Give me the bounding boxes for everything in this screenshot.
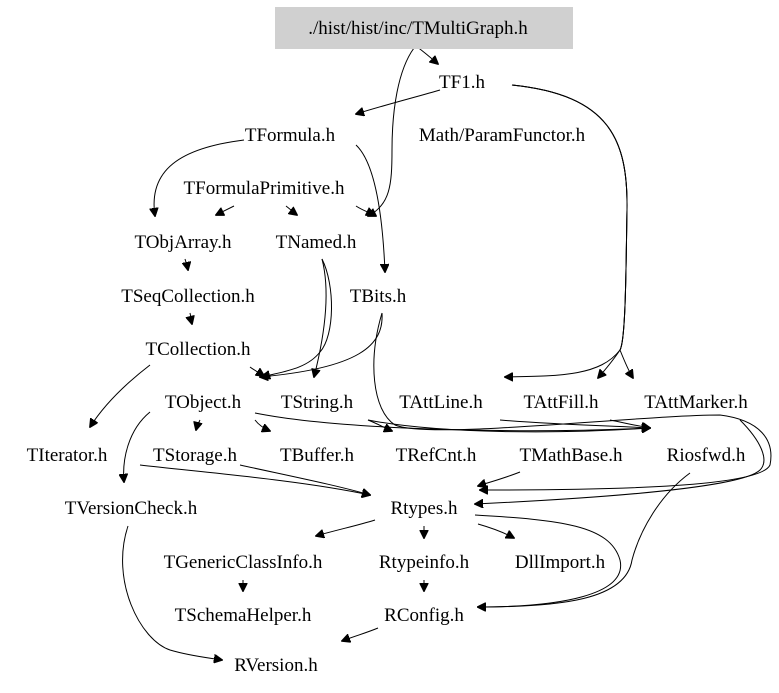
- edge-tobject-to-tstorage: [196, 419, 200, 430]
- node-rtypeinfo[interactable]: Rtypeinfo.h: [379, 552, 470, 573]
- node-label-tobject: TObject.h: [165, 392, 242, 413]
- node-label-tformula: TFormula.h: [245, 125, 336, 146]
- node-dllimport[interactable]: DllImport.h: [515, 552, 606, 573]
- edge-tobject-to-riosfwd: [254, 412, 650, 431]
- node-label-tbuffer: TBuffer.h: [280, 445, 355, 466]
- node-tattline[interactable]: TAttLine.h: [399, 392, 483, 413]
- node-rtypes[interactable]: Rtypes.h: [390, 498, 458, 519]
- node-label-titerator: TIterator.h: [27, 445, 108, 466]
- edge-tf1-to-tformula: [356, 89, 441, 114]
- node-tgenericclassinfo[interactable]: TGenericClassInfo.h: [164, 552, 323, 573]
- node-tstring[interactable]: TString.h: [281, 392, 354, 413]
- node-titerator[interactable]: TIterator.h: [27, 445, 108, 466]
- edge-tnamed-to-tstring: [314, 258, 327, 377]
- edge-tf1-to-tattmarker: [511, 84, 633, 378]
- node-tobjarray[interactable]: TObjArray.h: [134, 232, 232, 253]
- edge-tattmarker-to-rtypes: [475, 419, 765, 504]
- node-tversioncheck[interactable]: TVersionCheck.h: [65, 498, 198, 519]
- node-label-tcollection: TCollection.h: [145, 339, 251, 360]
- edge-tnamed-to-tobject: [262, 258, 332, 377]
- node-tf1[interactable]: TF1.h: [439, 72, 485, 93]
- node-tbuffer[interactable]: TBuffer.h: [280, 445, 355, 466]
- node-rversion[interactable]: RVersion.h: [234, 655, 318, 676]
- node-label-tnamed: TNamed.h: [276, 232, 357, 253]
- edge-tcollection-to-titerator: [90, 364, 151, 427]
- edge-tformulaprimitive-to-tobjarray: [216, 205, 235, 215]
- edge-tcollection-to-tobject: [249, 366, 264, 376]
- edge-tformulaprimitive-to-tnamed: [355, 205, 374, 215]
- edge-tstorage-to-rtypes: [239, 464, 370, 495]
- node-label-tf1: TF1.h: [439, 72, 485, 93]
- edge-rconfig-to-rversion: [342, 627, 379, 641]
- node-label-riosfwd: Riosfwd.h: [667, 445, 746, 466]
- edge-tstring-to-trefcnt: [367, 419, 392, 431]
- node-label-tobjarray: TObjArray.h: [134, 232, 232, 253]
- node-label-tstring: TString.h: [281, 392, 354, 413]
- edge-tmathbase-to-rtypes: [478, 471, 521, 486]
- node-label-rtypeinfo: Rtypeinfo.h: [379, 552, 470, 573]
- node-root[interactable]: ./hist/hist/inc/TMultiGraph.h: [275, 7, 573, 49]
- root-node-box: [275, 7, 573, 49]
- edge-tobjarray-to-tseqcollection: [185, 258, 188, 270]
- node-label-tschemahelper: TSchemaHelper.h: [175, 605, 312, 626]
- edge-tformula-to-tbits: [355, 144, 385, 272]
- node-tnamed[interactable]: TNamed.h: [276, 232, 357, 253]
- node-tmathbase[interactable]: TMathBase.h: [520, 445, 623, 466]
- edge-rtypes-to-rconfig: [474, 514, 622, 607]
- node-tattfill[interactable]: TAttFill.h: [523, 392, 599, 413]
- nodes: ./hist/hist/inc/TMultiGraph.hTF1.hTFormu…: [27, 7, 748, 676]
- node-label-tformulaprimitive: TFormulaPrimitive.h: [184, 178, 345, 199]
- edge-tseqcollection-to-tcollection: [190, 312, 192, 324]
- edge-tattline-to-riosfwd: [499, 419, 650, 428]
- edge-tobject-to-tversioncheck: [124, 411, 151, 482]
- node-label-trefcnt: TRefCnt.h: [396, 445, 477, 466]
- edges: [90, 45, 772, 660]
- edge-tstring-to-riosfwd: [367, 419, 650, 432]
- node-label-tattmarker: TAttMarker.h: [644, 392, 748, 413]
- node-label-tbits: TBits.h: [350, 286, 407, 307]
- edge-tbits-to-rtypes: [373, 312, 772, 490]
- node-tobject[interactable]: TObject.h: [165, 392, 242, 413]
- node-tbits[interactable]: TBits.h: [350, 286, 407, 307]
- node-tcollection[interactable]: TCollection.h: [145, 339, 251, 360]
- node-tformulaprimitive[interactable]: TFormulaPrimitive.h: [184, 178, 345, 199]
- node-label-tseqcollection: TSeqCollection.h: [121, 286, 255, 307]
- node-riosfwd[interactable]: Riosfwd.h: [667, 445, 746, 466]
- node-rconfig[interactable]: RConfig.h: [384, 605, 464, 626]
- edge-riosfwd-to-rconfig: [478, 472, 691, 607]
- node-label-paramfunctor: Math/ParamFunctor.h: [419, 125, 586, 146]
- edge-tversioncheck-to-rversion: [122, 525, 222, 660]
- node-paramfunctor[interactable]: Math/ParamFunctor.h: [419, 125, 586, 146]
- node-tschemahelper[interactable]: TSchemaHelper.h: [175, 605, 312, 626]
- node-label-tattline: TAttLine.h: [399, 392, 483, 413]
- node-label-tstorage: TStorage.h: [153, 445, 237, 466]
- edge-tformula-to-tobjarray: [154, 139, 245, 216]
- node-label-tmathbase: TMathBase.h: [520, 445, 623, 466]
- edge-root-to-tnamed: [368, 47, 415, 216]
- node-tstorage[interactable]: TStorage.h: [153, 445, 237, 466]
- edge-tobject-to-tbuffer: [254, 419, 270, 431]
- edge-tformulaprimitive-to-tnamed: [285, 205, 297, 215]
- node-label-tattfill: TAttFill.h: [523, 392, 599, 413]
- edge-tattfill-to-riosfwd: [609, 419, 650, 428]
- node-trefcnt[interactable]: TRefCnt.h: [396, 445, 477, 466]
- node-label-tgenericclassinfo: TGenericClassInfo.h: [164, 552, 323, 573]
- edge-tobject-to-rtypes: [139, 464, 370, 495]
- node-label-root: ./hist/hist/inc/TMultiGraph.h: [308, 18, 528, 39]
- node-tformula[interactable]: TFormula.h: [245, 125, 336, 146]
- node-label-tversioncheck: TVersionCheck.h: [65, 498, 198, 519]
- node-label-rconfig: RConfig.h: [384, 605, 464, 626]
- edge-rtypes-to-tgenericclassinfo: [316, 519, 376, 536]
- node-label-rtypes: Rtypes.h: [390, 498, 458, 519]
- node-label-dllimport: DllImport.h: [515, 552, 606, 573]
- node-tattmarker[interactable]: TAttMarker.h: [644, 392, 748, 413]
- edge-tbits-to-tobject: [260, 312, 383, 377]
- edge-rtypes-to-dllimport: [477, 523, 514, 538]
- node-label-rversion: RVersion.h: [234, 655, 318, 676]
- node-tseqcollection[interactable]: TSeqCollection.h: [121, 286, 255, 307]
